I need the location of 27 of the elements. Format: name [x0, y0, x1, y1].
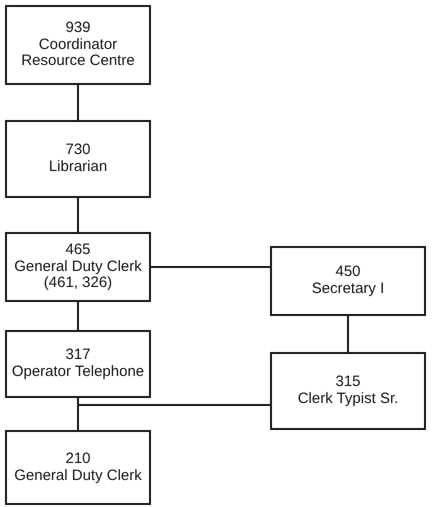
connector-line [77, 198, 79, 232]
position-number: 730 [65, 142, 91, 159]
position-box [5, 120, 151, 198]
position-title: Coordinator Resource Centre [20, 36, 136, 70]
connector-line [77, 302, 79, 330]
position-title: General Duty Clerk [14, 468, 142, 484]
position-title: Secretary I [312, 281, 384, 298]
position-box [5, 430, 151, 505]
position-number: 317 [65, 347, 91, 364]
position-number: 450 [335, 264, 361, 281]
connector-line [347, 316, 349, 352]
position-title: General Duty Clerk (461, 326) [13, 258, 143, 292]
position-number: 210 [65, 450, 91, 468]
position-box [5, 5, 151, 85]
connector-line [77, 85, 79, 120]
position-title: Librarian [48, 159, 108, 176]
position-box [5, 330, 151, 398]
position-title: Operator Telephone [12, 364, 144, 381]
position-box [5, 232, 151, 302]
position-box [270, 352, 426, 430]
position-number: 315 [335, 374, 361, 391]
position-number: 465 [65, 242, 91, 259]
connector-line [151, 266, 270, 268]
position-box [270, 246, 426, 316]
connector-line [77, 404, 270, 430]
position-title: Clerk Typist Sr. [298, 391, 398, 408]
position-number: 939 [65, 20, 91, 37]
